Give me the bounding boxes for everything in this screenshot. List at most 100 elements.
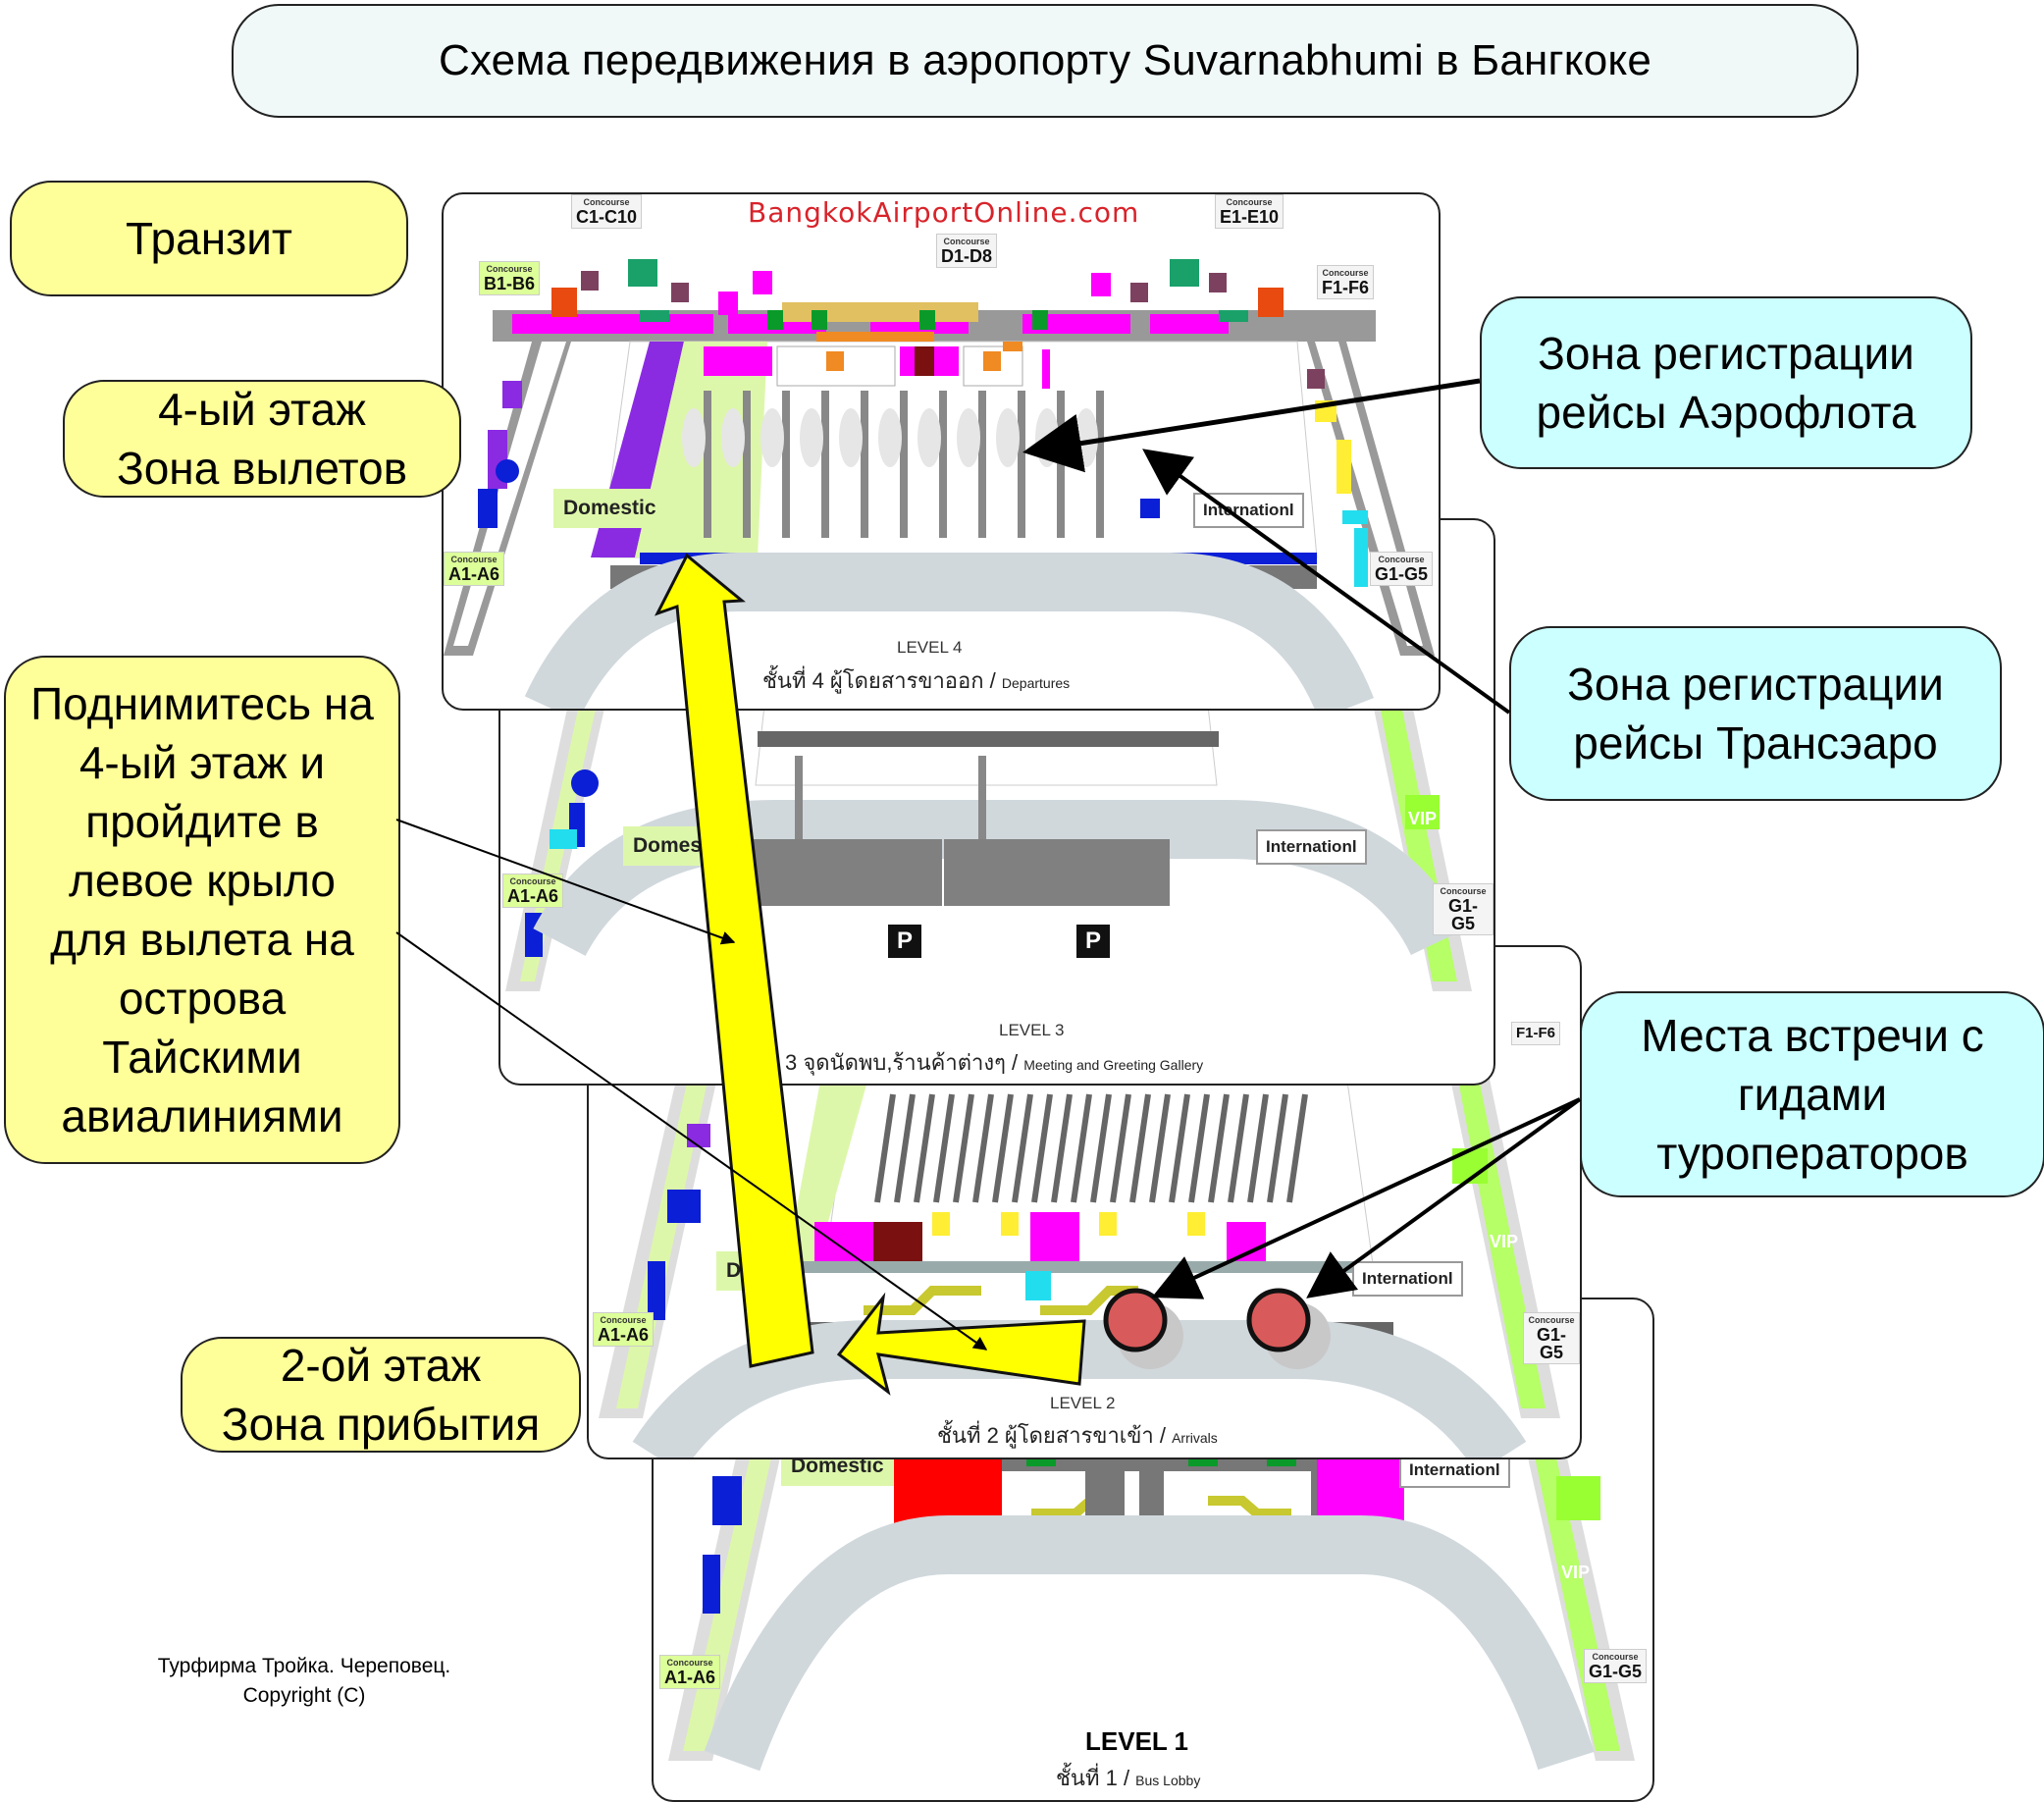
- callout-level2-arrivals: 2-ой этаж Зона прибытия: [181, 1337, 581, 1453]
- airline-sign-icon: [1140, 499, 1160, 518]
- domestic-zone-label: Do: [716, 1251, 763, 1291]
- checkin-row-marker: [878, 408, 902, 467]
- baggage-belt-8: [1012, 1093, 1033, 1203]
- checkin-row-marker: [800, 408, 823, 467]
- vip-sign-icon: [1556, 1476, 1600, 1520]
- checkin-row-marker: [917, 408, 941, 467]
- checkin-row-G: [939, 391, 947, 538]
- aot-sign-icon: [1342, 510, 1368, 524]
- vat-refund-sign: [1170, 259, 1199, 287]
- vat-refund-sign: [628, 259, 657, 287]
- parking-sign: P: [1076, 925, 1110, 958]
- checkin-row-L: [1096, 391, 1104, 538]
- restroom-icon: [812, 310, 827, 330]
- page-title: Схема передвижения в аэропорту Suvarnabh…: [232, 4, 1859, 118]
- elevator-icon: [932, 1212, 950, 1236]
- thai-pavilion-icon: [1258, 288, 1284, 317]
- baggage-belt-9: [1031, 1093, 1053, 1203]
- international-zone-label: Internationl: [1193, 493, 1304, 528]
- xray-sign: [1307, 369, 1325, 389]
- airline-sign-icon: [712, 1476, 742, 1525]
- elevator-icon: [1099, 1212, 1117, 1236]
- baggage-belt-14: [1110, 1093, 1131, 1203]
- checkin-row-marker: [682, 408, 706, 467]
- checkin-row-marker: [721, 408, 745, 467]
- domestic-zone-label: Domestic: [553, 489, 666, 528]
- xray-sign: [1209, 273, 1227, 292]
- level-2-caption: ชั้นที่ 2 ผู้โดยสารขาเข้า / Arrivals: [937, 1423, 1218, 1448]
- callout-transaero-checkin: Зона регистрации рейсы Трансэаро: [1509, 626, 2002, 801]
- domestic-zone-label: Domest: [623, 826, 719, 866]
- vip-label: VIP: [1490, 1232, 1519, 1251]
- vip-sign-icon: [1405, 795, 1440, 829]
- level-4-label: LEVEL 4: [897, 638, 963, 657]
- checkin-row-marker: [760, 408, 784, 467]
- level-1-caption: ชั้นที่ 1 / Bus Lobby: [1056, 1766, 1201, 1790]
- checkin-row-marker: [839, 408, 863, 467]
- xray-sign: [1130, 283, 1148, 302]
- international-zone-label: Internationl: [1256, 829, 1367, 865]
- checkin-row-K: [1057, 391, 1065, 538]
- callout-transit: Транзит: [10, 181, 408, 296]
- callout-guide-meeting: Места встречи с гидами туроператоров: [1580, 991, 2044, 1197]
- level-1-label: LEVEL 1: [1085, 1726, 1189, 1756]
- elevator-icon: [1001, 1212, 1019, 1236]
- vat-refund-counter: [640, 310, 669, 322]
- checkin-row-J: [1018, 391, 1025, 538]
- checkin-row-B: [743, 391, 751, 538]
- airline-sign-icon: [667, 1190, 701, 1223]
- elevator-icon: [1187, 1212, 1205, 1236]
- callout-level4-departures: 4-ый этаж Зона вылетов: [63, 380, 461, 498]
- shopping-icon: [753, 271, 772, 294]
- baggage-belt-7: [992, 1093, 1014, 1203]
- info-icon: [1025, 1271, 1051, 1300]
- callout-aeroflot-checkin: Зона регистрации рейсы Аэрофлота: [1480, 296, 1972, 469]
- copyright-credit: Турфирма Тройка. Череповец. Copyright (C…: [157, 1655, 451, 1707]
- concourse-f-sign: F1-F6: [1511, 1022, 1561, 1045]
- checkin-row-marker: [957, 408, 980, 467]
- checkin-row-E: [861, 391, 868, 538]
- departures-sign-icon: [571, 769, 599, 797]
- checkin-row-A: [704, 391, 711, 538]
- shopping-icon: [1091, 273, 1111, 296]
- parking-sign: P: [888, 925, 921, 958]
- thai-pavilion-icon: [551, 288, 577, 317]
- checkin-row-F: [900, 391, 908, 538]
- road: [704, 1515, 1595, 1772]
- vip-label: VIP: [1561, 1563, 1591, 1582]
- parking-lot: [944, 839, 1170, 906]
- baggage-belt-11: [1071, 1093, 1092, 1203]
- international-zone-label: Internationl: [1352, 1261, 1463, 1297]
- shopping-icon: [718, 292, 738, 315]
- aot-sign-icon: [550, 829, 577, 849]
- checkin-row-C: [782, 391, 790, 538]
- callout-instruction: Поднимитесь на 4-ый этаж и пройдите в ле…: [4, 656, 400, 1164]
- restroom-icon: [1032, 310, 1048, 330]
- baggage-belt-15: [1129, 1093, 1151, 1203]
- baggage-belt-12: [1090, 1093, 1112, 1203]
- level-4-caption: ชั้นที่ 4 ผู้โดยสารขาออก / Departures: [762, 668, 1071, 693]
- checkin-row-marker: [1035, 408, 1059, 467]
- baggage-belt-10: [1051, 1093, 1073, 1203]
- restroom-icon: [767, 310, 783, 330]
- xray-sign: [581, 271, 599, 291]
- departures-sign-icon: [496, 459, 519, 483]
- level-3-caption: 3 จุดนัดพบ,ร้านค้าต่างๆ / Meeting and Gr…: [785, 1050, 1204, 1075]
- level-3-label: LEVEL 3: [999, 1021, 1065, 1039]
- vip-label: VIP: [1408, 809, 1438, 828]
- xray-sign: [671, 283, 689, 302]
- checkin-row-D: [821, 391, 829, 538]
